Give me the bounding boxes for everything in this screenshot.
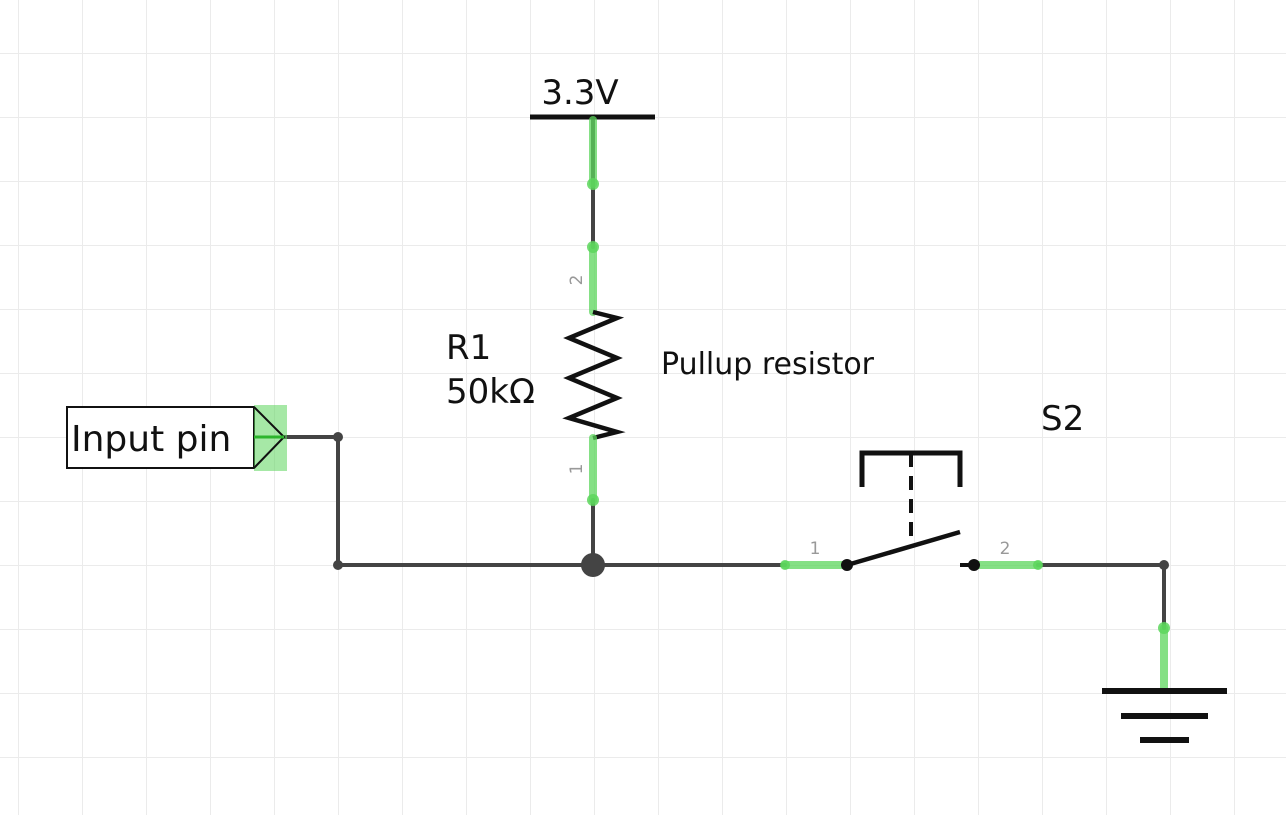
wires — [282, 116, 1169, 630]
input-port[interactable]: Input pin — [66, 405, 287, 471]
switch-pin2-number: 2 — [1000, 539, 1011, 559]
switch-s2[interactable]: 1 2 S2 — [780, 399, 1084, 571]
wire-switch-to-ground[interactable] — [1036, 563, 1166, 630]
resistor-pin1-number: 1 — [567, 464, 587, 475]
wire-input-to-node[interactable] — [282, 435, 595, 567]
resistor-value: 50kΩ — [446, 372, 535, 412]
power-supply-3v3[interactable]: 3.3V — [530, 73, 655, 190]
switch-ref: S2 — [1041, 399, 1084, 439]
supply-pin-endpoint — [587, 178, 599, 190]
resistor-pin2-number: 2 — [567, 275, 587, 286]
wire-bend-point — [333, 432, 343, 442]
pullup-annotation[interactable]: Pullup resistor — [661, 347, 875, 382]
input-port-box — [66, 406, 255, 469]
wire-bend-point — [333, 560, 343, 570]
resistor-r1[interactable]: 2 1 R1 50kΩ — [446, 241, 626, 506]
switch-pin1-endpoint — [780, 560, 790, 570]
ground-pin-endpoint — [1158, 622, 1170, 634]
switch-pin1-number: 1 — [810, 539, 821, 559]
ground-symbol[interactable] — [1102, 622, 1227, 743]
input-port-label: Input pin — [71, 419, 231, 460]
junction-dot[interactable] — [581, 553, 605, 577]
switch-contact-right — [968, 559, 980, 571]
resistor-pin1-endpoint — [587, 494, 599, 506]
resistor-ref: R1 — [446, 328, 491, 368]
supply-label: 3.3V — [541, 73, 618, 113]
switch-pin2-endpoint — [1033, 560, 1043, 570]
resistor-zigzag — [562, 309, 626, 441]
resistor-pin2-endpoint — [587, 241, 599, 253]
wire-bend-point — [1159, 560, 1169, 570]
switch-lever — [846, 529, 961, 568]
